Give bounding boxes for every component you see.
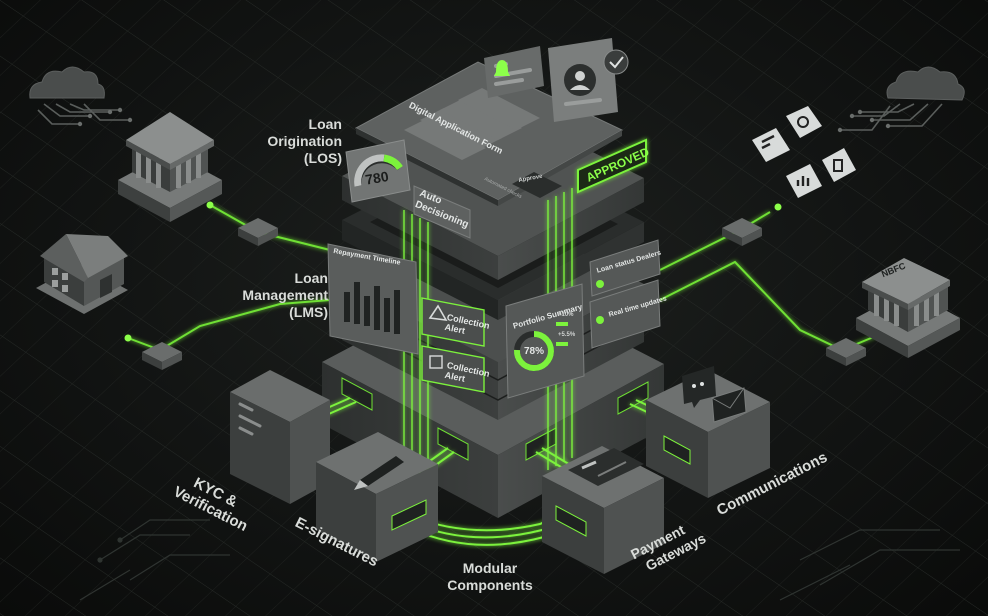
bell-icon bbox=[494, 60, 510, 76]
modular-components-label: Modular Components bbox=[440, 560, 540, 594]
app-icon bbox=[822, 148, 856, 182]
los-label-line2: Origination bbox=[267, 133, 342, 149]
portfolio-delta-1: +10% bbox=[558, 312, 574, 318]
app-icon bbox=[786, 106, 822, 138]
server-icon bbox=[238, 402, 262, 436]
approved-badge bbox=[577, 138, 647, 194]
credit-score-gauge bbox=[345, 139, 411, 203]
communications-module bbox=[646, 370, 770, 498]
kyc-module bbox=[230, 370, 330, 504]
los-label: Loan Origination (LOS) bbox=[250, 116, 342, 167]
modular-label-line1: Modular bbox=[462, 560, 518, 576]
mail-icon bbox=[711, 387, 747, 423]
connector-box bbox=[826, 338, 866, 366]
bank-icon bbox=[118, 112, 222, 222]
app-icon bbox=[752, 128, 790, 162]
modular-label-line2: Components bbox=[447, 577, 533, 593]
collection-alert-card bbox=[421, 297, 485, 347]
collection-alert-card bbox=[421, 345, 485, 393]
circuit-traces-left bbox=[79, 519, 230, 601]
house-icon bbox=[36, 234, 128, 314]
cloud-icon bbox=[837, 66, 965, 133]
warning-icon bbox=[428, 304, 448, 321]
lms-label: Loan Management (LMS) bbox=[228, 270, 328, 321]
app-icon bbox=[786, 164, 822, 198]
portfolio-summary-panel bbox=[505, 283, 585, 399]
checkmark-icon bbox=[603, 49, 629, 75]
cloud-icon bbox=[29, 66, 133, 127]
portfolio-percent: 78% bbox=[524, 346, 545, 357]
lms-label-line3: (LMS) bbox=[289, 304, 328, 320]
repayment-timeline-panel bbox=[327, 243, 419, 355]
connector-box bbox=[142, 342, 182, 370]
pen-icon bbox=[354, 456, 404, 490]
connector-box bbox=[722, 218, 762, 246]
card-icon bbox=[568, 448, 644, 486]
connector-box bbox=[238, 218, 278, 246]
calendar-icon bbox=[429, 355, 443, 369]
auto-decisioning-tag bbox=[413, 185, 471, 239]
status-panel bbox=[589, 239, 661, 349]
lms-label-line2: Management bbox=[242, 287, 328, 303]
circuit-traces-right bbox=[779, 529, 960, 601]
los-label-line1: Loan bbox=[308, 116, 342, 132]
chat-icon bbox=[682, 366, 716, 408]
portfolio-delta-2: +5.5% bbox=[558, 332, 576, 338]
los-label-line3: (LOS) bbox=[303, 150, 342, 166]
bank-icon bbox=[856, 258, 960, 358]
user-icon bbox=[548, 38, 618, 122]
lms-label-line1: Loan bbox=[294, 270, 328, 286]
